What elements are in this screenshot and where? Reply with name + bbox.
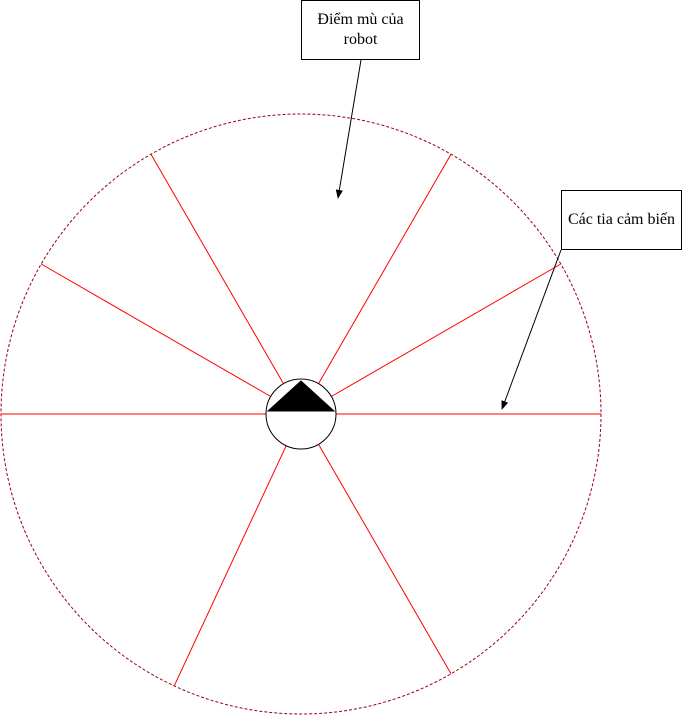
robot-heading-indicator <box>266 380 336 412</box>
blind-spot-label-box: Điểm mù của robot <box>301 0 420 60</box>
sensor-ray-right-upper <box>331 263 562 397</box>
sensor-ray-top-left <box>150 153 284 384</box>
sensor-ray-top-right <box>318 153 452 384</box>
sensor-ray-bottom-right <box>318 444 452 675</box>
sensor-rays-label-box: Các tia cảm biến <box>561 190 682 250</box>
sensor-rays-arrow <box>501 249 562 410</box>
sensor-ray-left-upper <box>40 263 271 397</box>
sensor-rays <box>1 153 601 687</box>
blind-spot-label: Điểm mù của robot <box>317 11 404 48</box>
sensor-ray-bottom-left <box>173 445 287 687</box>
robot <box>265 378 337 450</box>
blind-spot-arrow <box>335 59 362 199</box>
sensor-rays-label: Các tia cảm biến <box>567 211 676 228</box>
